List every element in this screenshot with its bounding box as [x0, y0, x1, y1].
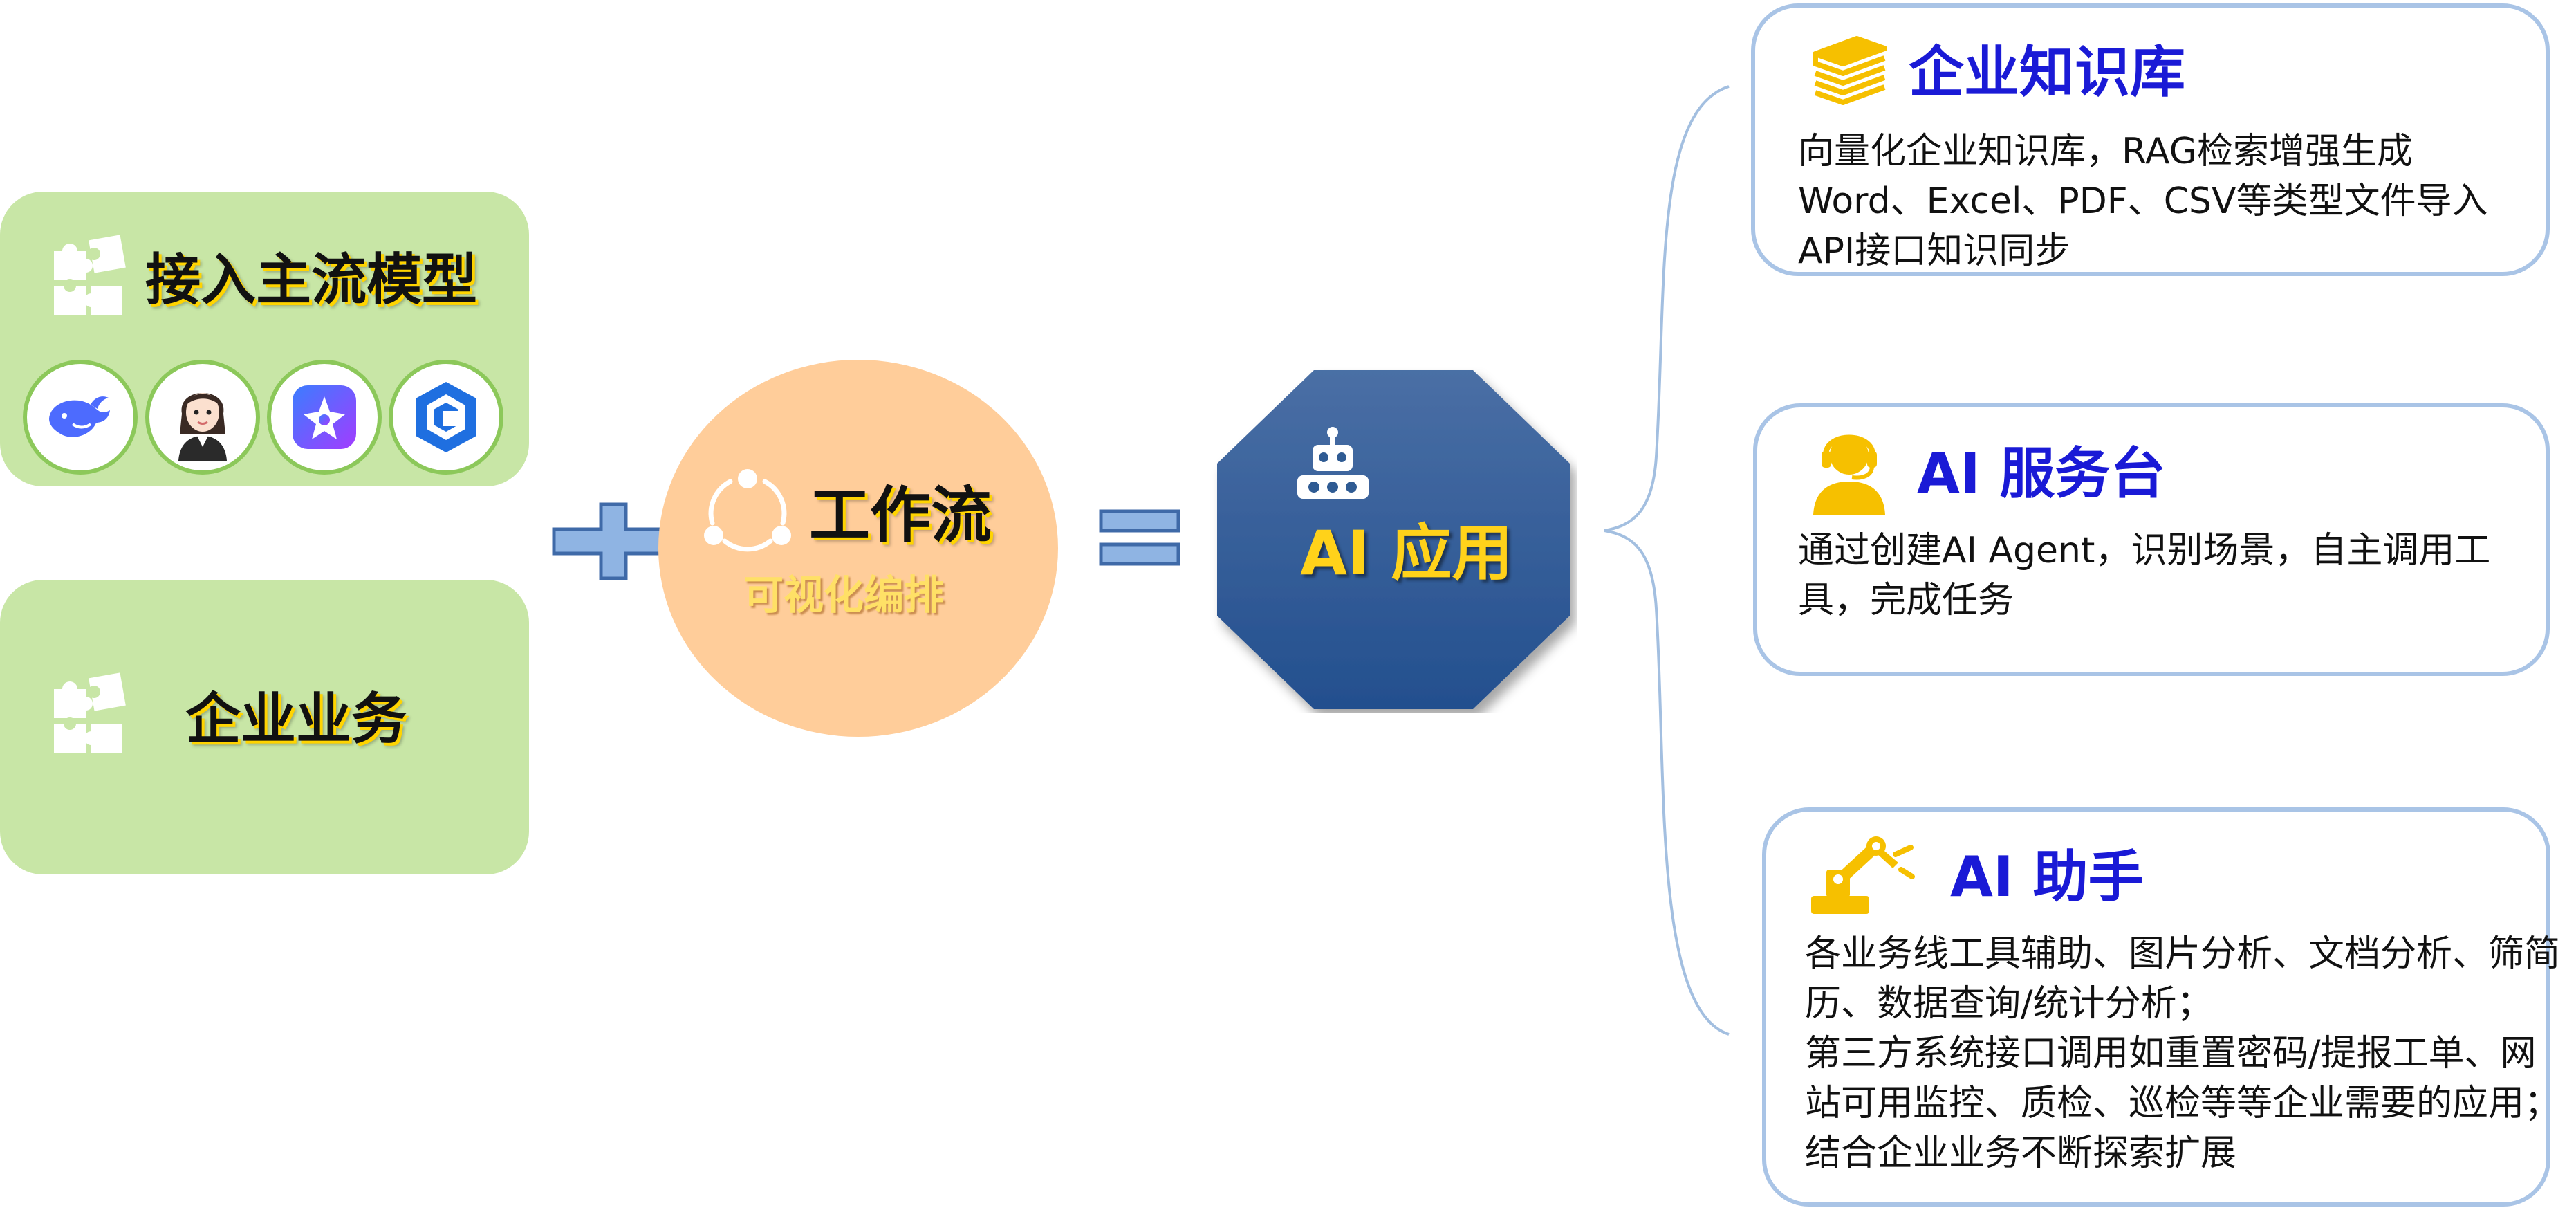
description-line: Word、Excel、PDF、CSV等类型文件导入 [1798, 181, 2488, 222]
assistant-title: AI 助手 [1950, 845, 2144, 909]
workflow-subtitle: 可视化编排 [743, 571, 945, 618]
workflow-cycle-icon [704, 469, 791, 552]
description-line: 结合企业业务不断探索扩展 [1805, 1133, 2237, 1174]
hexagon-model-logo [389, 360, 503, 475]
workflow-circle [658, 360, 1058, 737]
description-line: 站可用监控、质检、巡检等等企业需要的应用； [1805, 1083, 2561, 1124]
description-line: 向量化企业知识库，RAG检索增强生成 [1798, 131, 2413, 172]
assistant-card [1762, 807, 2550, 1207]
ai-star-app-icon [293, 385, 356, 449]
plus-operator: + [552, 502, 675, 580]
hexagon-app-icon [416, 382, 476, 452]
assistant-description: 各业务线工具辅助、图片分析、文档分析、筛简 历、数据查询/统计分析； 第三方系统… [1805, 929, 2560, 1178]
deepseek-model-logo [23, 360, 138, 475]
description-line: 历、数据查询/统计分析； [1805, 983, 2213, 1025]
equals-symbol: = [1098, 508, 1099, 509]
robot-arm-icon [1811, 836, 1915, 914]
business-panel [0, 580, 529, 874]
knowledge-base-description: 向量化企业知识库，RAG检索增强生成 Word、Excel、PDF、CSV等类型… [1798, 127, 2488, 276]
headset-agent-icon [1813, 434, 1885, 515]
equals-operator: = [1098, 508, 1180, 566]
workflow-title: 工作流 [809, 479, 992, 551]
ai-application-octagon [1217, 370, 1570, 709]
deepseek-whale-icon [49, 396, 110, 437]
description-line: 通过创建AI Agent，识别场景，自主调用工 [1798, 530, 2491, 571]
models-title: 接入主流模型 [145, 248, 477, 312]
ai-star-model-logo [267, 360, 382, 475]
assistant-avatar-icon [178, 393, 227, 461]
service-desk-card [1753, 403, 2550, 676]
branch-bracket [1604, 85, 1730, 1036]
service-desk-title: AI 服务台 [1917, 441, 2166, 506]
puzzle-icon [54, 672, 126, 753]
service-desk-description: 通过创建AI Agent，识别场景，自主调用工 具，完成任务 [1798, 526, 2490, 625]
description-line: 第三方系统接口调用如重置密码/提报工单、网 [1805, 1033, 2537, 1074]
business-title: 企业业务 [185, 687, 407, 751]
description-line: 各业务线工具辅助、图片分析、文档分析、筛简 [1805, 933, 2561, 975]
puzzle-icon [54, 235, 126, 315]
description-line: API接口知识同步 [1798, 230, 2071, 272]
robot-icon [1297, 427, 1369, 499]
ai-application-title: AI 应用 [1300, 517, 1513, 589]
knowledge-base-title: 企业知识库 [1909, 40, 2185, 104]
assistant-model-logo [145, 360, 260, 475]
description-line: 具，完成任务 [1798, 580, 2014, 621]
books-stack-icon [1813, 36, 1887, 105]
